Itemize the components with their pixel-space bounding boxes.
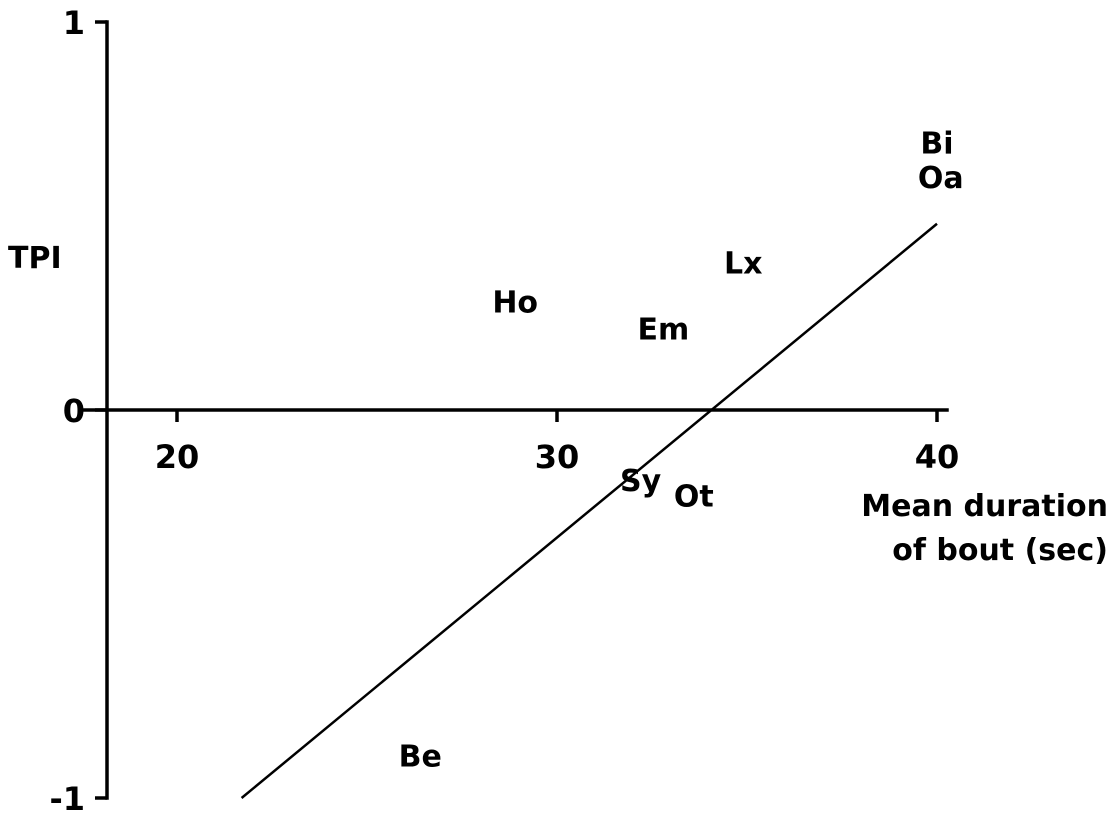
x-tick-label: 40 [915,438,960,476]
x-axis-label-line: Mean duration [861,489,1108,524]
y-tick-label: 1 [63,4,85,42]
regression-line [240,222,938,799]
y-axis-label: TPI [8,241,62,276]
fit-layer [240,222,938,799]
x-tick-label: 20 [155,438,200,476]
axes-layer: 1 0 -1 20 30 40 [49,4,959,817]
y-tick-label: 0 [63,392,85,430]
x-axis-label-line: of bout (sec) [892,533,1108,568]
data-point-ot: Ot [674,479,714,514]
data-point-em: Em [638,313,690,348]
y-tick-label: -1 [49,780,85,817]
data-point-sy: Sy [620,464,662,499]
data-point-be: Be [399,739,442,774]
data-point-ho: Ho [492,285,538,320]
data-point-lx: Lx [724,247,762,282]
data-point-bi: Bi [920,126,953,161]
data-point-oa: Oa [918,161,964,196]
x-tick-label: 30 [535,438,580,476]
labels-layer: TPI Mean duration of bout (sec) [8,241,1108,568]
